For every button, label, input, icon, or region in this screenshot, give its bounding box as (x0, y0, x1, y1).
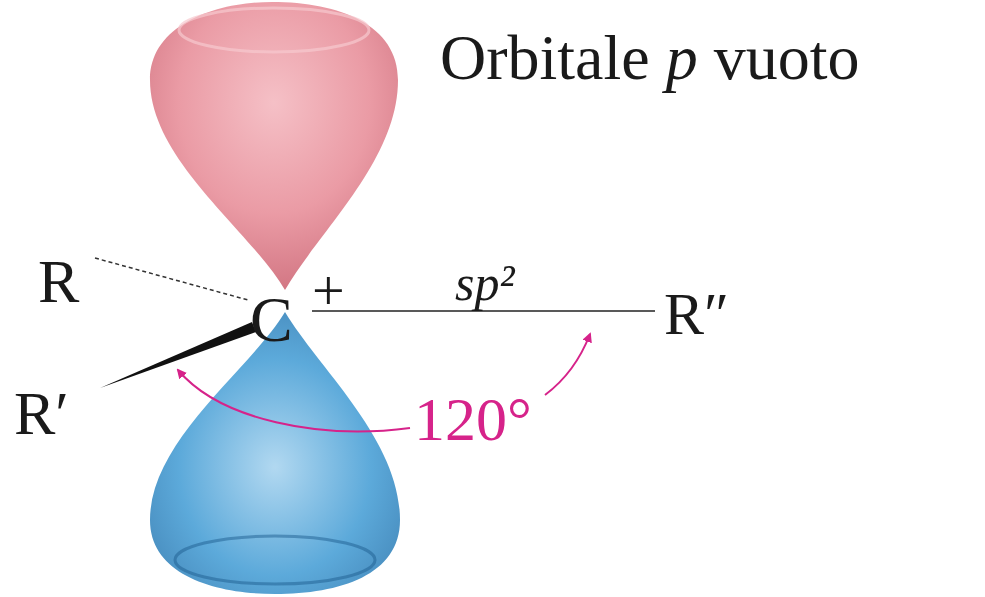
p-orbital-upper-lobe (150, 2, 398, 290)
charge-sign: + (312, 262, 345, 320)
substituent-label: R′ (14, 382, 69, 444)
angle-label: 120° (414, 388, 532, 450)
angle-arrow-left (178, 370, 410, 431)
substituent-label: R″ (664, 284, 729, 344)
substituent-label: R (38, 250, 79, 312)
orbital-caption: p (666, 26, 698, 90)
orbital-caption: vuoto (714, 26, 860, 90)
sp2-bond (312, 310, 655, 312)
hybridization-label: sp² (455, 258, 514, 308)
angle-arrow-right (545, 334, 590, 395)
carbon-atom: C (250, 288, 293, 352)
orbital-caption: Orbitale (440, 26, 650, 90)
dashed-bond (95, 258, 248, 300)
wedge-bond (100, 322, 256, 388)
